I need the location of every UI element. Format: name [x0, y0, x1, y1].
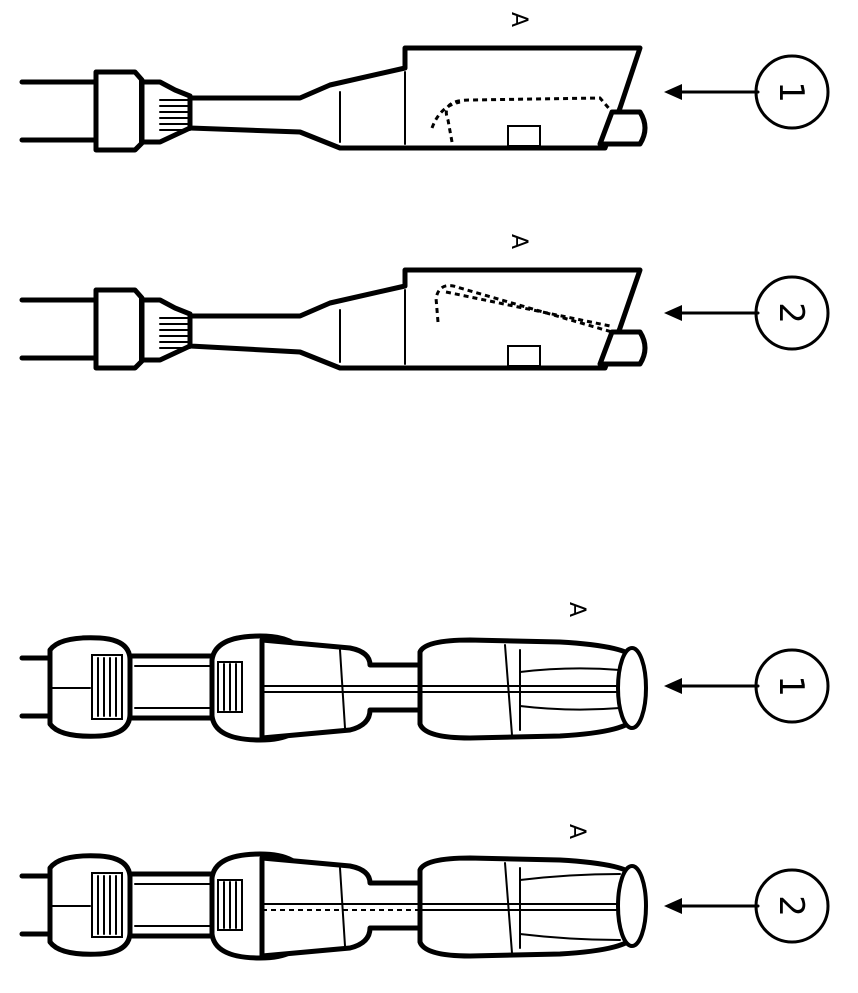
view-label-a-4: A [564, 824, 589, 839]
view-label-a-3: A [564, 602, 589, 617]
callout-1-top: 1 [771, 81, 811, 103]
view-label-a-2: A [506, 234, 531, 249]
top-view-terminal-1: A 1 [19, 602, 830, 743]
side-view-terminal-1: A 1 [19, 12, 830, 153]
top-view-terminal-2: A 2 [19, 824, 830, 961]
callout-2-bottom: 2 [771, 895, 811, 917]
callout-1-bottom: 1 [771, 675, 811, 697]
view-label-a-1: A [506, 12, 531, 27]
side-view-terminal-2: A 2 [19, 234, 830, 371]
callout-2-top: 2 [771, 302, 811, 324]
